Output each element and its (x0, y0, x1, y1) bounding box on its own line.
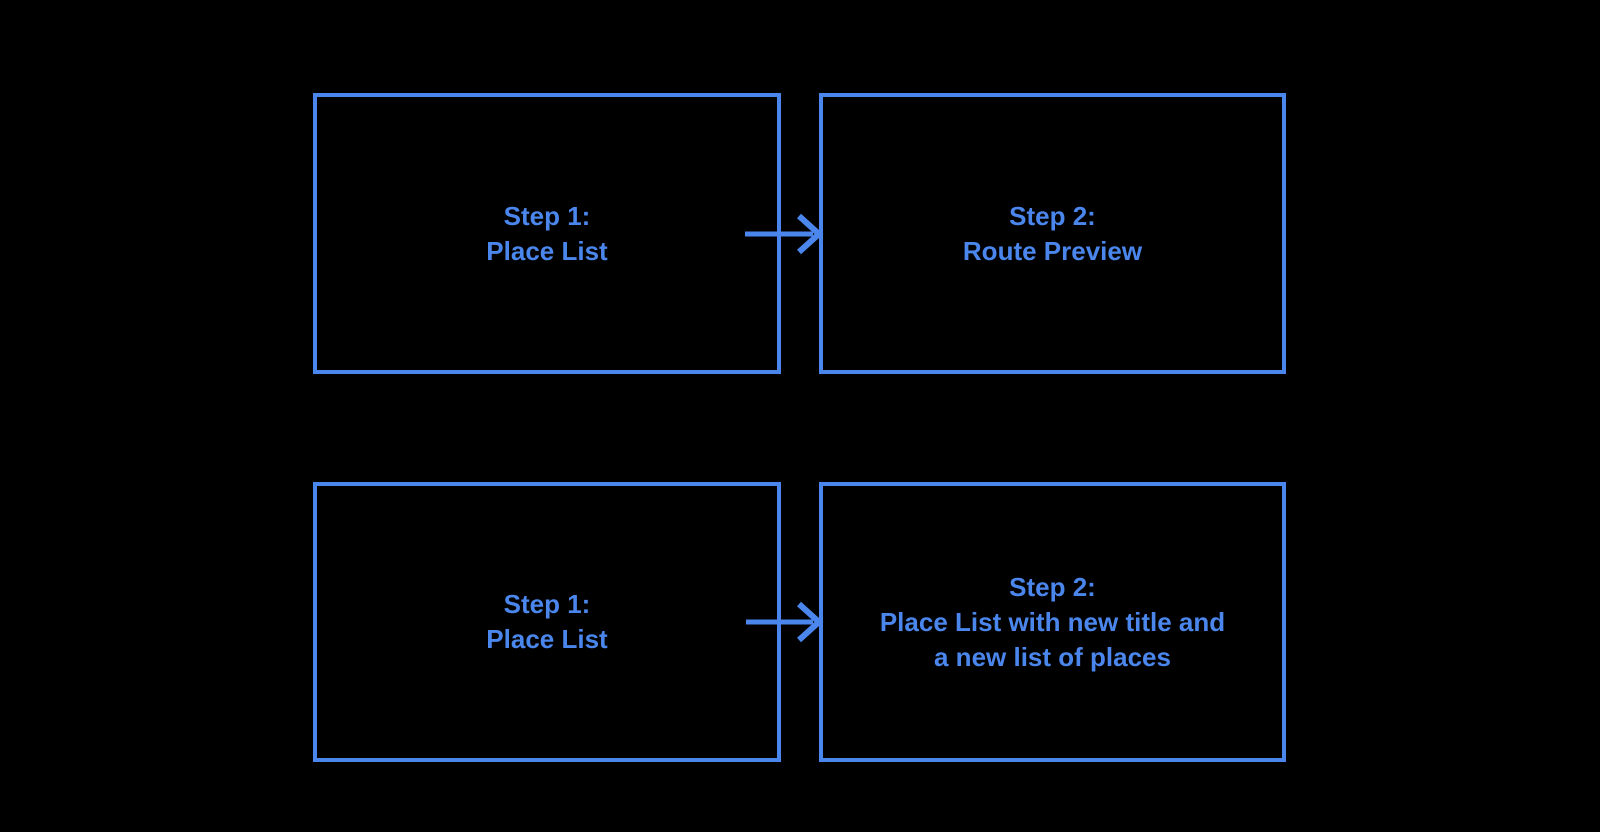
step-box-subtitle: Place List with new title and (879, 606, 1226, 637)
step-box-row2-step2: Step 2: Place List with new title and a … (819, 482, 1286, 762)
step-box-subtitle: Place List (486, 235, 608, 266)
step-box-row1-step1: Step 1: Place List (313, 93, 781, 374)
step-box-row2-step1: Step 1: Place List (313, 482, 781, 762)
step-box-title: Step 2: (1009, 571, 1096, 602)
step-box-title: Step 1: (503, 200, 591, 231)
step-box-subtitle: a new list of places (934, 641, 1171, 672)
step-box-subtitle: Route Preview (962, 235, 1143, 266)
step-box-title: Step 1: (503, 589, 591, 619)
step-box-row1-step2: Step 2: Route Preview (819, 93, 1286, 374)
step-box-subtitle: Place List (486, 624, 608, 654)
step-box-title: Step 2: (1009, 200, 1096, 231)
